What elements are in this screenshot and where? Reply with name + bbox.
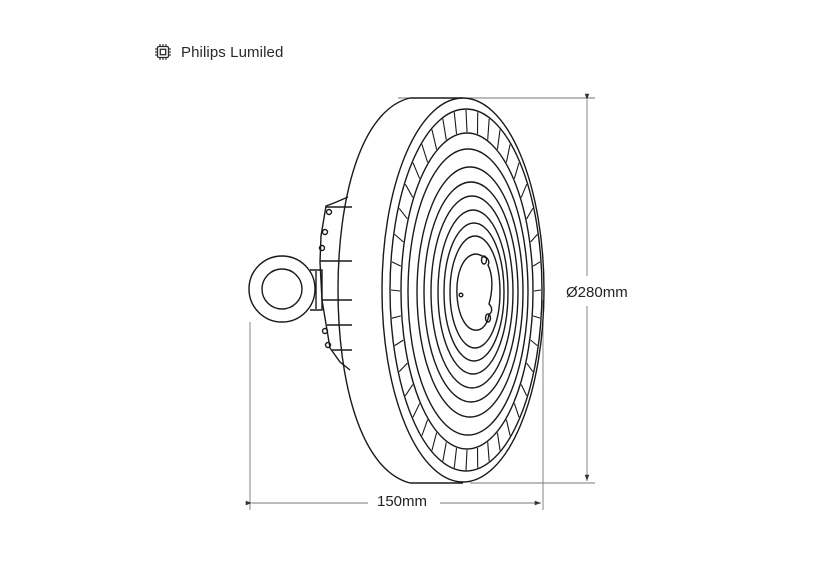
diameter-label: Ø280mm	[562, 284, 632, 301]
driver-housing	[319, 196, 351, 371]
cooling-fins	[390, 109, 542, 471]
hanging-ring-inner	[261, 268, 303, 310]
depth-label: 150mm	[373, 493, 432, 510]
hanging-ring-outer	[248, 255, 316, 323]
lamp-body	[248, 97, 545, 484]
brand-name: Philips Lumiled	[181, 43, 284, 61]
disk-rim	[381, 97, 545, 483]
brand-label: Philips Lumiled	[154, 43, 283, 61]
chip-icon	[154, 43, 172, 61]
center-plate	[456, 253, 493, 331]
disk-back	[337, 97, 411, 484]
